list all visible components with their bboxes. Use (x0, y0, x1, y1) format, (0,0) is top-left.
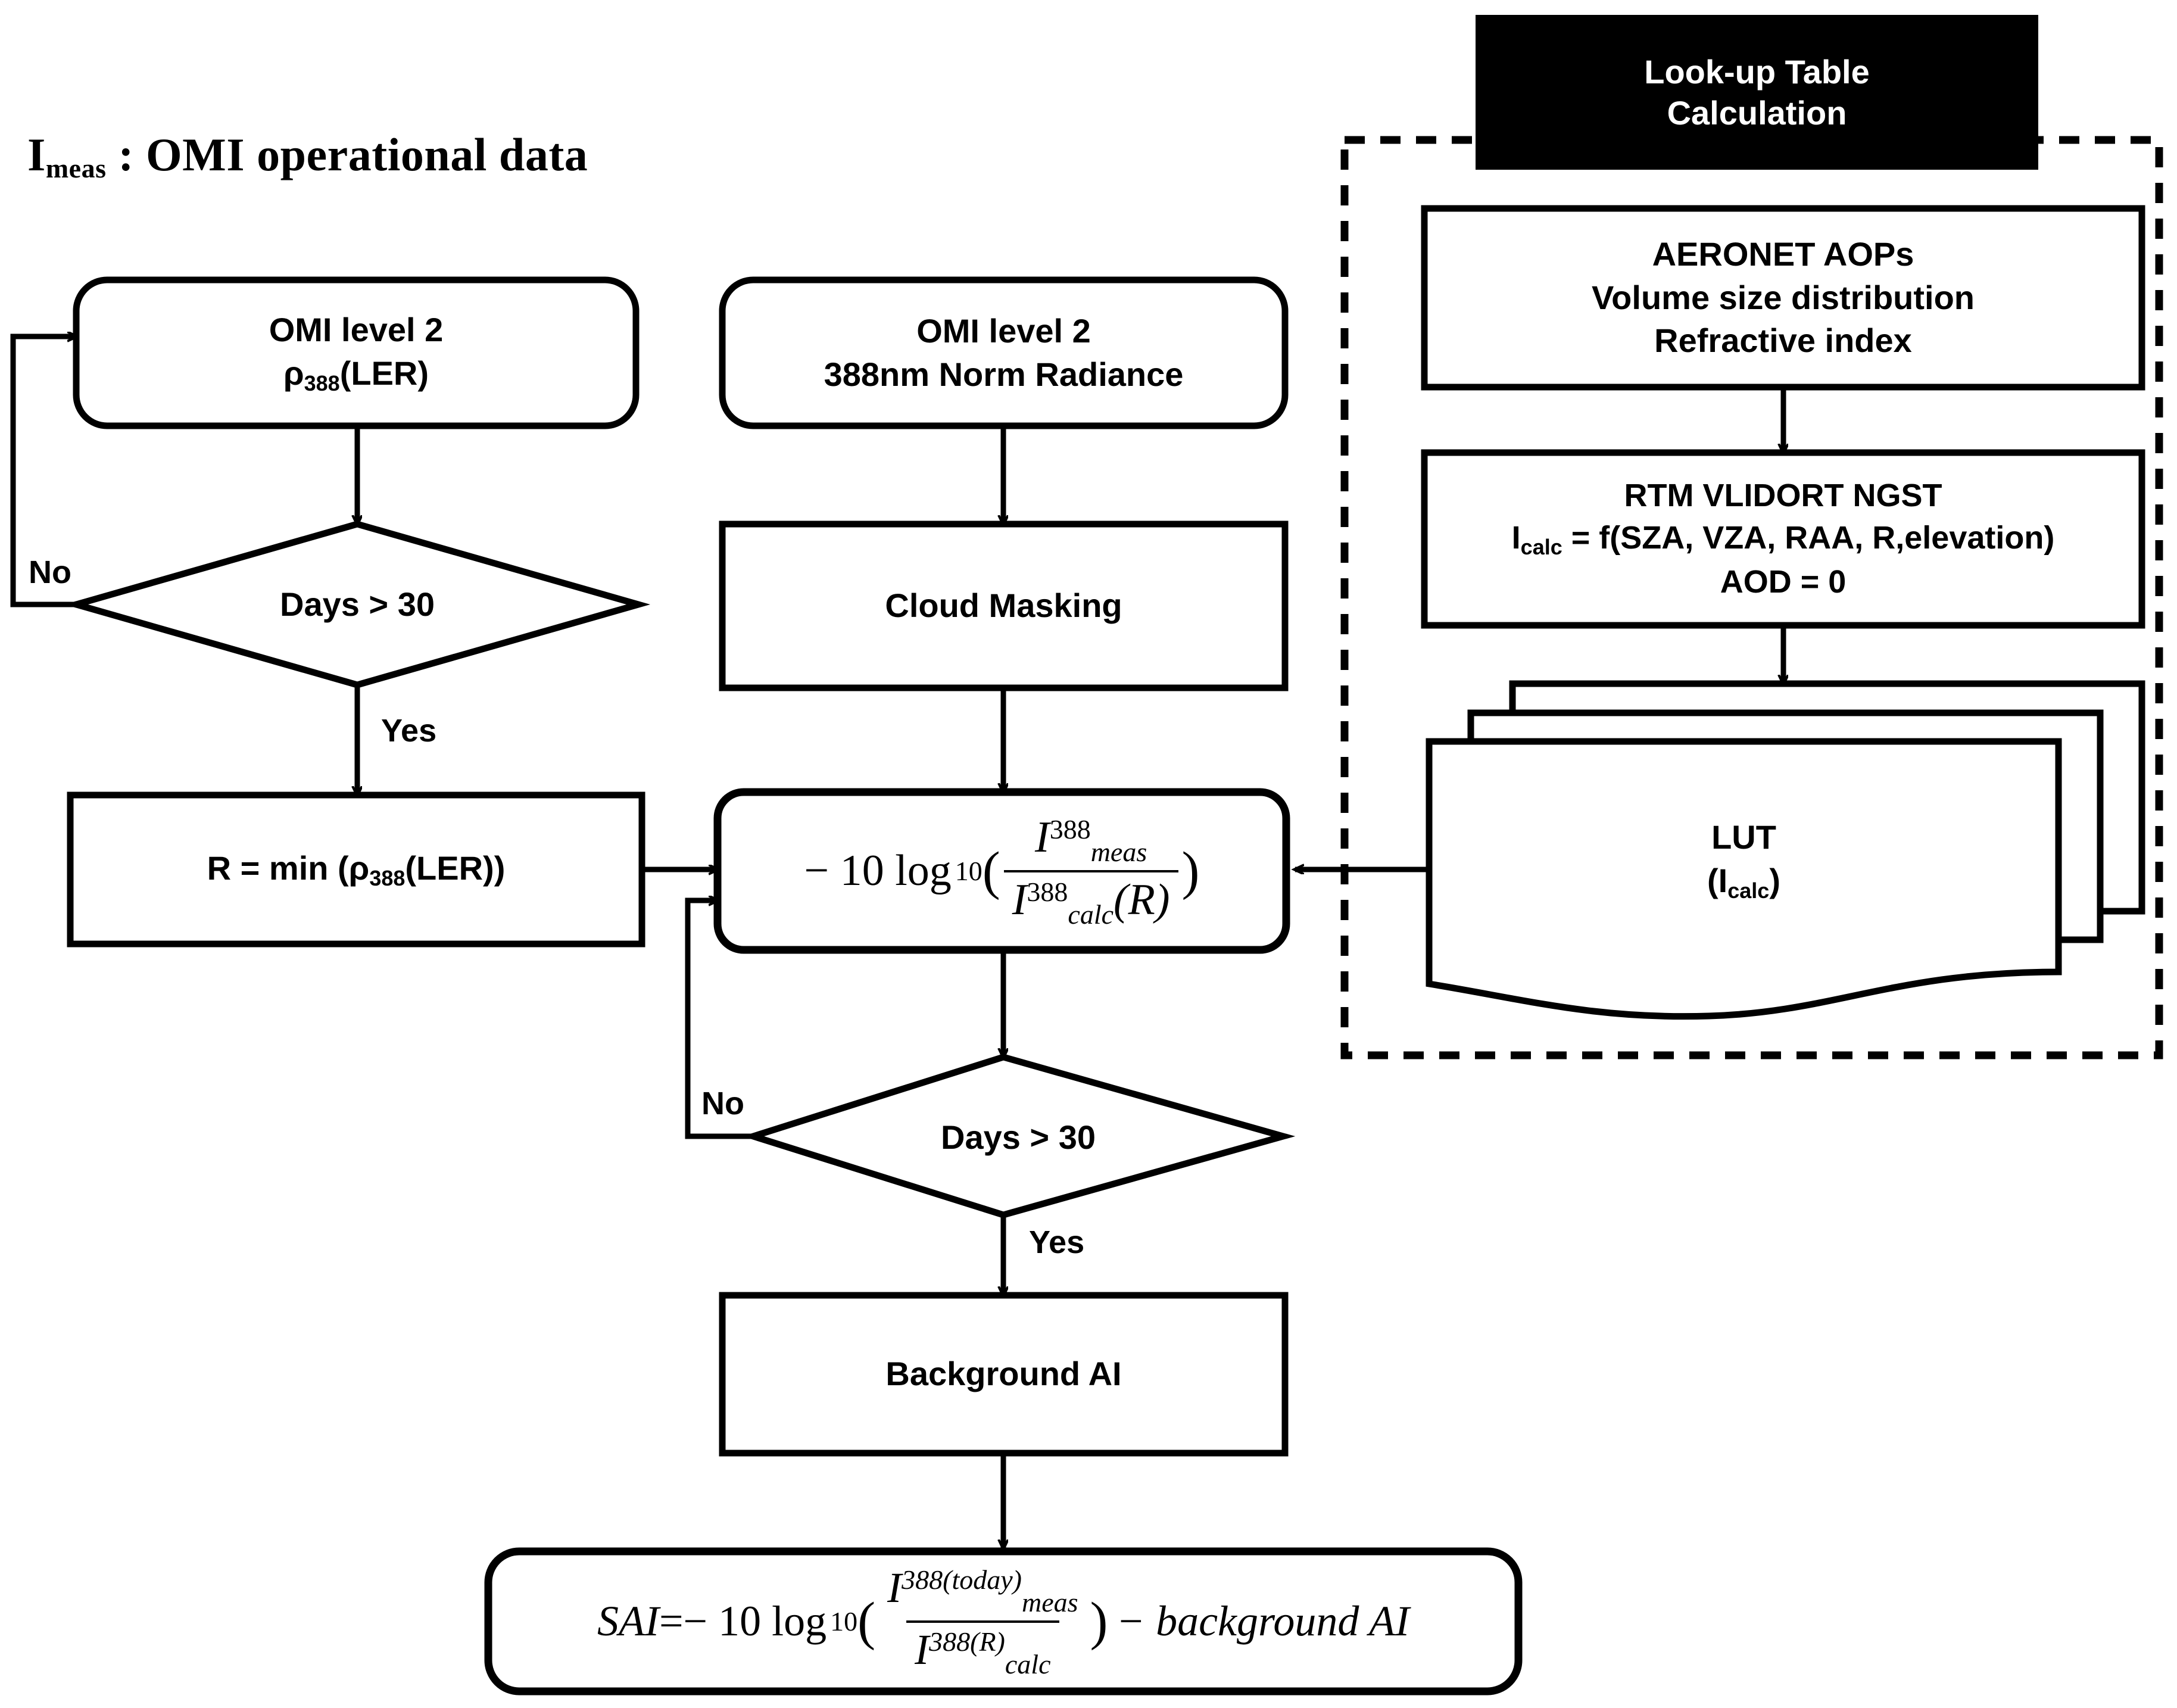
formula-fraction: I388meas I388calc(R) (1003, 812, 1178, 930)
rtm-line3: AOD = 0 (1720, 564, 1847, 600)
title-symbol: I (27, 129, 46, 180)
page-title: Imeas : OMI operational data (27, 128, 588, 184)
node-omi-radiance-shape (719, 276, 1289, 429)
sai-equals: = (659, 1597, 684, 1645)
rho-symbol: ρ (348, 849, 370, 887)
radiance-line2: 388nm Norm Radiance (824, 355, 1184, 393)
sai-log-base: 10 (830, 1606, 858, 1637)
node-lut-label: LUT (Icalc) (1429, 792, 2059, 929)
aeronet-line3: Refractive index (1654, 322, 1912, 360)
title-symbol-subscript: meas (45, 153, 107, 183)
node-aeronet-label: AERONET AOPs Volume size distribution Re… (1424, 208, 2142, 387)
node-omi-ler-shape (73, 276, 640, 429)
node-rtm-label: RTM VLIDORT NGST Icalc = f(SZA, VZA, RAA… (1424, 453, 2142, 625)
radiance-line1: OMI level 2 (916, 311, 1091, 350)
formula-lead: − 10 log (804, 846, 952, 895)
edge-decision1-no-loop (10, 336, 76, 607)
node-rmin-label: R = min (ρ388(LER)) (70, 795, 642, 944)
edge-label-no-1: No (29, 554, 71, 590)
node-decision1-label: Days > 30 (76, 569, 638, 640)
rho-subscript: 388 (369, 865, 406, 890)
omi-ler-line1: OMI level 2 (269, 310, 444, 348)
rho-symbol: ρ (283, 354, 304, 392)
sai-lhs: SAI (597, 1597, 659, 1645)
background-ai-text: Background AI (885, 1355, 1122, 1393)
edge-label-yes-1: Yes (381, 713, 437, 749)
formula-numerator: I388meas (1035, 812, 1147, 867)
node-decision2-shape (742, 1054, 1296, 1218)
sai-tail: − background AI (1116, 1597, 1410, 1645)
node-formula-ai-shape (713, 788, 1290, 954)
sai-numerator: I388(today)meas (887, 1563, 1078, 1617)
node-decision2-label: Days > 30 (753, 1102, 1283, 1173)
node-decision1-shape (64, 520, 651, 688)
omi-ler-line2: ρ388(LER) (283, 352, 429, 398)
edge-decision2-no-loop (685, 900, 753, 1139)
sai-fraction: I388(today)meas I388(R)calc (879, 1563, 1086, 1680)
node-background-ai-label: Background AI (722, 1295, 1285, 1453)
lut-line2: (Icalc) (1707, 862, 1780, 903)
cloud-masking-text: Cloud Masking (885, 587, 1122, 625)
edge-label-yes-2: Yes (1029, 1224, 1085, 1260)
lut-line1: LUT (1711, 818, 1776, 856)
node-rmin-shape (67, 791, 645, 947)
node-cloud-masking-label: Cloud Masking (722, 524, 1285, 688)
sai-denominator: I388(R)calc (906, 1620, 1059, 1680)
formula-log-base: 10 (955, 856, 983, 886)
decision2-text: Days > 30 (941, 1118, 1096, 1156)
decision1-text: Days > 30 (280, 585, 435, 623)
rtm-line2: Icalc = f(SZA, VZA, RAA, R,elevation) (1511, 519, 2055, 559)
lut-banner-line1: Look-up Table (1644, 52, 1870, 91)
formula-open-paren: ( (982, 841, 1000, 900)
aeronet-line2: Volume size distribution (1591, 278, 1975, 316)
lut-banner-line2: Calculation (1667, 94, 1847, 132)
sai-close-paren: ) (1090, 1591, 1108, 1651)
rho-suffix: (LER) (339, 354, 429, 392)
sai-open-paren: ( (857, 1591, 876, 1651)
node-omi-radiance-label: OMI level 2 388nm Norm Radiance (722, 280, 1285, 426)
lut-group-banner: Look-up Table Calculation (1476, 15, 2038, 170)
rho-subscript: 388 (304, 370, 340, 395)
lut-banner-text: Look-up Table Calculation (1644, 51, 1870, 134)
node-cloud-masking-shape (719, 520, 1289, 691)
formula-denominator: I388calc(R) (1003, 869, 1178, 930)
node-lut-stack (1426, 680, 2145, 1020)
node-omi-ler-label: OMI level 2 ρ388(LER) (76, 280, 636, 426)
edge-label-no-2: No (701, 1086, 744, 1121)
formula-close-paren: ) (1181, 841, 1200, 900)
rtm-line1: RTM VLIDORT NGST (1624, 478, 1942, 514)
node-aeronet-shape (1421, 205, 2145, 391)
aeronet-line1: AERONET AOPs (1652, 235, 1914, 273)
node-rtm-shape (1421, 449, 2145, 629)
title-text: : OMI operational data (106, 129, 588, 180)
rmin-expression: R = min (ρ388(LER)) (207, 849, 506, 890)
sai-lead: − 10 log (683, 1597, 827, 1645)
node-background-ai-shape (719, 1292, 1289, 1457)
